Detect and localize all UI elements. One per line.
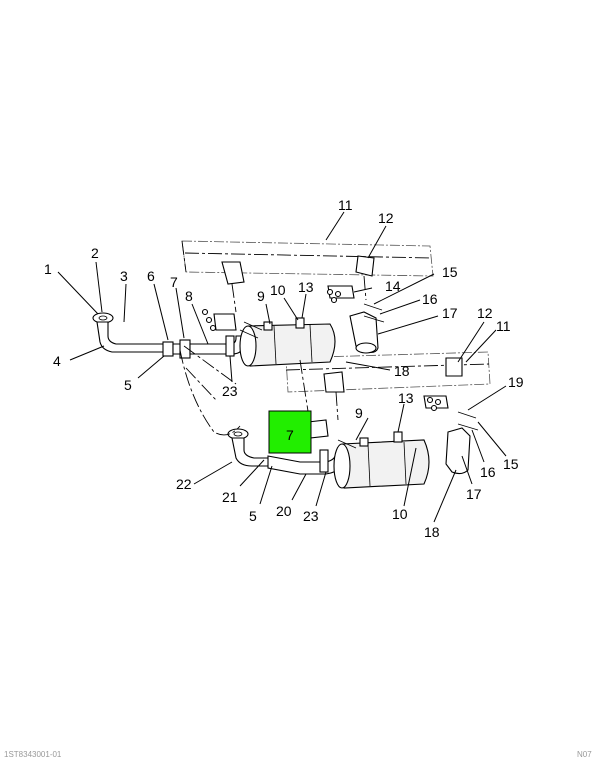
callout-9[interactable]: 9 [355,405,363,421]
callout-22[interactable]: 22 [176,476,192,492]
callout-2[interactable]: 2 [91,245,99,261]
lower-tailpipe [445,427,471,475]
callout-16[interactable]: 16 [422,291,438,307]
lower-muffler [333,431,430,489]
callout-23[interactable]: 23 [222,383,238,399]
callout-10[interactable]: 10 [392,506,408,522]
callout-16[interactable]: 16 [480,464,496,480]
callout-19[interactable]: 19 [508,374,524,390]
callout-labels: 1 2 3 4 5 6 7 8 9 10 11 12 13 14 15 16 1… [44,197,524,540]
leader-lines [57,211,507,523]
callout-17[interactable]: 17 [466,486,482,502]
highlighted-part-box[interactable]: 7 [268,410,312,454]
upper-frame-rail [181,240,434,277]
figure-id: 1ST8343001-01 [4,750,62,759]
callout-5[interactable]: 5 [249,508,257,524]
callout-12[interactable]: 12 [378,210,394,226]
callout-3[interactable]: 3 [120,268,128,284]
callout-5[interactable]: 5 [124,377,132,393]
callout-1[interactable]: 1 [44,261,52,277]
upper-muffler [239,317,336,367]
callout-4[interactable]: 4 [53,353,61,369]
callout-14[interactable]: 14 [385,278,401,294]
callout-23[interactable]: 23 [303,508,319,524]
lower-brackets [307,357,479,449]
callout-11[interactable]: 11 [496,318,511,334]
callout-6[interactable]: 6 [147,268,155,284]
callout-15[interactable]: 15 [503,456,519,472]
callout-20[interactable]: 20 [276,503,292,519]
callout-17[interactable]: 17 [442,305,458,321]
callout-13[interactable]: 13 [298,279,314,295]
callout-7[interactable]: 7 [170,274,178,290]
figure-code: N07 [577,750,592,759]
callout-13[interactable]: 13 [398,390,414,406]
callout-18[interactable]: 18 [394,363,410,379]
callout-18[interactable]: 18 [424,524,440,540]
highlight-label: 7 [286,427,294,443]
callout-9[interactable]: 9 [257,288,265,304]
lower-exhaust-pipe [227,428,345,475]
callout-21[interactable]: 21 [222,489,238,505]
callout-12[interactable]: 12 [477,305,493,321]
upper-brackets [201,255,385,339]
callout-11[interactable]: 11 [338,197,353,213]
callout-15[interactable]: 15 [442,264,458,280]
callout-8[interactable]: 8 [185,288,193,304]
callout-10[interactable]: 10 [270,282,286,298]
upper-tailpipe [349,311,379,354]
